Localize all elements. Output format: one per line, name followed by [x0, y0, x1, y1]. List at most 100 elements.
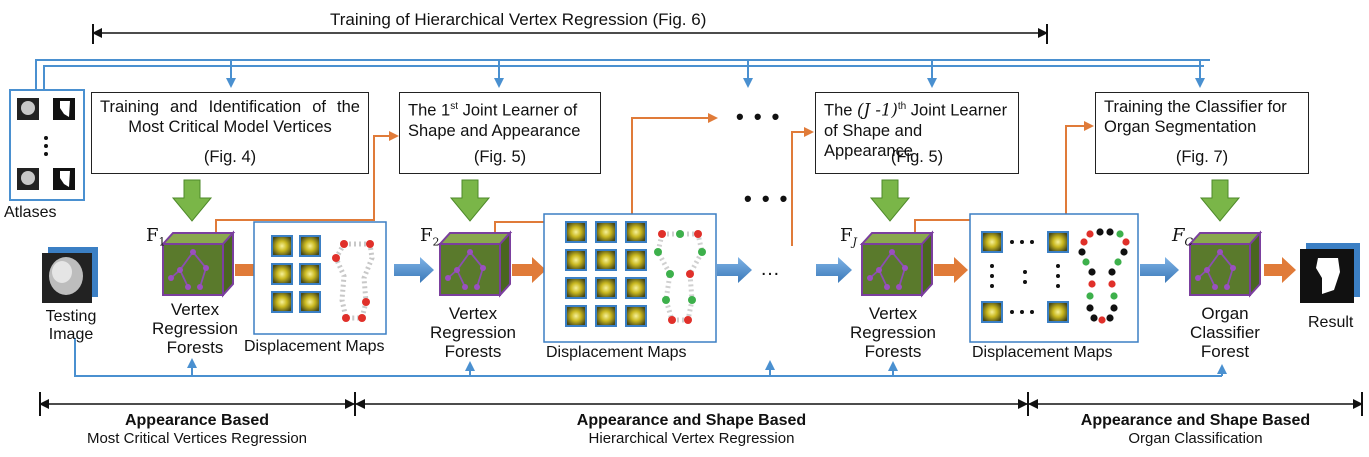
leader-dot — [1030, 240, 1034, 244]
stage-subtitle: Hierarchical Vertex Regression — [588, 430, 795, 447]
leader-dot — [1010, 240, 1014, 244]
step-box-fig: (Fig. 5) — [473, 148, 527, 166]
shape-point — [668, 316, 676, 324]
leader-dot — [1056, 284, 1060, 288]
leader-dot — [1010, 310, 1014, 314]
step-box-text-pre: The 1 — [408, 101, 451, 120]
stage-spans — [39, 392, 1363, 416]
stage-label-1: Appearance Based Most Critical Vertices … — [40, 412, 354, 448]
step-box-text: Training and Identification of the Most … — [100, 98, 360, 136]
displacement-map-1 — [253, 221, 387, 335]
displacement-map-2 — [543, 213, 717, 343]
flow-arrow-orange-3 — [934, 257, 968, 283]
forest-subscript: 1 — [158, 235, 166, 249]
shape-point — [684, 316, 692, 324]
forest-cube-j — [859, 230, 935, 298]
shape-point — [1078, 248, 1086, 256]
step-box-text-post: Joint Learner of Shape and Appearance — [408, 101, 581, 140]
map-cell — [565, 305, 587, 327]
step-box-j-joint-learner: The (J -1)th Joint Learner of Shape and … — [815, 92, 1019, 174]
forest-symbol-c: FC — [1172, 225, 1193, 249]
shape-point — [694, 230, 702, 238]
shape-point — [1086, 304, 1094, 312]
shape-point — [676, 230, 684, 238]
ellipsis-top: • • • — [736, 104, 782, 129]
forest-cube-2 — [437, 230, 513, 298]
map-cell — [625, 277, 647, 299]
stage-subtitle: Most Critical Vertices Regression — [86, 430, 308, 447]
leader-dot — [1020, 310, 1024, 314]
step-box-text-sup: th — [897, 101, 907, 112]
shape-point — [1096, 228, 1104, 236]
shape-point — [1114, 258, 1122, 266]
leader-dot — [990, 264, 994, 268]
leader-dot — [1030, 310, 1034, 314]
forest-cube-1 — [160, 230, 236, 298]
flow-arrow-blue-2 — [717, 257, 752, 283]
flow-arrow-blue-3 — [816, 257, 852, 283]
forest-label-2: Vertex Regression Forests — [430, 304, 516, 361]
leader-dot — [1020, 240, 1024, 244]
forest-symbol-j: FJ — [840, 225, 857, 249]
map-cell — [565, 221, 587, 243]
shape-point — [1106, 228, 1114, 236]
shape-point — [1082, 258, 1090, 266]
map-cell — [595, 221, 617, 243]
atlases-label: Atlases — [4, 204, 57, 221]
shape-point — [688, 296, 696, 304]
leader-dot — [1056, 264, 1060, 268]
stage-label-2: Appearance and Shape Based Hierarchical … — [356, 412, 1027, 448]
atlas-thumbnails — [17, 98, 75, 190]
green-down-arrows — [171, 179, 1241, 222]
step-box-fig: (Fig. 5) — [890, 148, 944, 166]
forest-subscript: 2 — [432, 235, 440, 249]
step-box-fig: (Fig. 4) — [203, 148, 257, 166]
stage-title: Appearance and Shape Based — [1080, 412, 1311, 429]
step-box-text-math: (J -1) — [857, 100, 898, 120]
shape-point — [666, 270, 674, 278]
shape-point — [1110, 292, 1118, 300]
stage-subtitle: Organ Classification — [1128, 430, 1263, 447]
forest-label-c: Organ Classifier Forest — [1190, 304, 1260, 361]
shape-point — [1120, 248, 1128, 256]
forest-symbol-1: F1 — [146, 225, 166, 249]
step-box-critical-vertices: Training and Identification of the Most … — [91, 92, 369, 174]
map-cell — [625, 221, 647, 243]
leader-dot — [1056, 274, 1060, 278]
step-box-organ-classifier: Training the Classifier for Organ Segmen… — [1095, 92, 1309, 174]
result-image — [1300, 243, 1360, 303]
stage-label-3: Appearance and Shape Based Organ Classif… — [1029, 412, 1362, 448]
flow-arrow-blue-4 — [1140, 257, 1179, 283]
ellipsis-flow: … — [760, 258, 780, 280]
leader-dot — [990, 274, 994, 278]
shape-point — [1116, 230, 1124, 238]
map1-cells — [271, 235, 321, 313]
map-cell — [595, 305, 617, 327]
testing-image-label: Testing Image — [45, 308, 97, 343]
map1-shape — [333, 241, 375, 321]
shape-point — [1108, 280, 1116, 288]
forest-label-j: Vertex Regression Forests — [850, 304, 936, 361]
forest-symbol-2: F2 — [420, 225, 440, 249]
forest-subscript: J — [852, 235, 857, 249]
ellipsis-middle: • • • — [744, 186, 790, 211]
forest-subscript: C — [1184, 235, 1193, 249]
stage-title: Appearance Based — [124, 412, 270, 429]
forest-symbol: F — [1172, 225, 1185, 246]
flow-arrow-blue-1 — [394, 257, 434, 283]
map-label-2: Displacement Maps — [546, 344, 687, 361]
shape-point — [1110, 304, 1118, 312]
shape-point — [662, 296, 670, 304]
flow-arrow-orange-2 — [512, 257, 546, 283]
shape-point — [1090, 314, 1098, 322]
step-box-text-pre: The — [824, 101, 858, 120]
map2-cells — [565, 221, 647, 327]
forest-label-1: Vertex Regression Forests — [152, 300, 238, 357]
leader-dot — [1023, 280, 1027, 284]
forest-symbol: F — [420, 225, 433, 246]
shape-point — [1088, 280, 1096, 288]
result-label: Result — [1308, 314, 1354, 331]
map-label-j: Displacement Maps — [972, 344, 1113, 361]
map-cell — [625, 305, 647, 327]
shape-point — [1086, 292, 1094, 300]
